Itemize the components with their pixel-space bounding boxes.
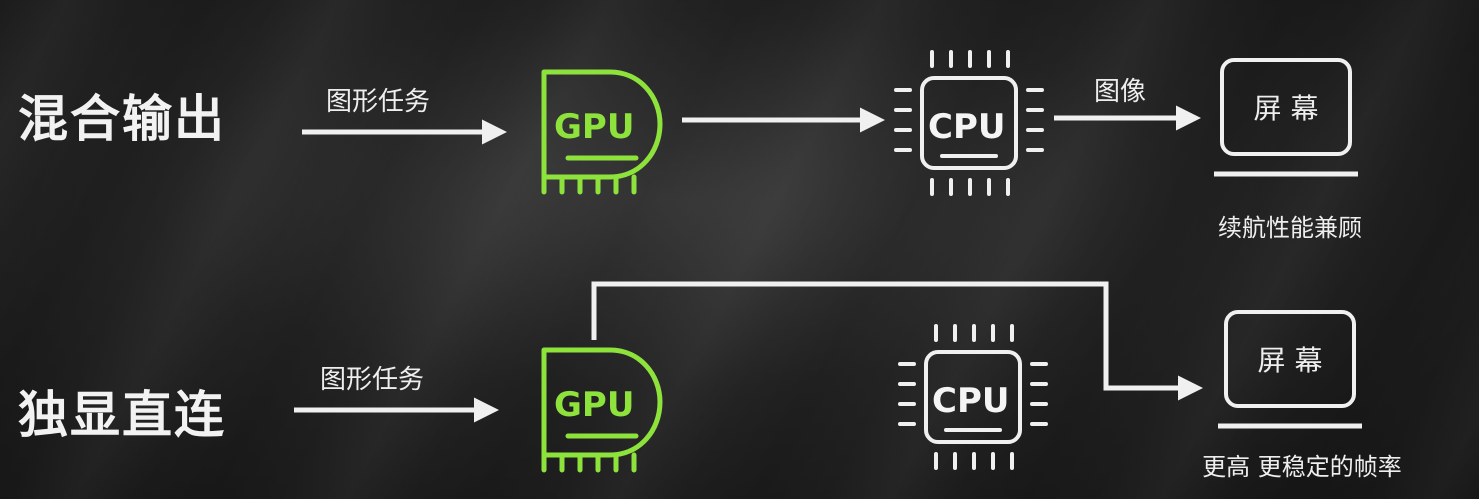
gpu-icon: GPU	[541, 347, 663, 473]
screen-icon: 屏 幕	[1218, 310, 1362, 429]
gpu-label: GPU	[554, 385, 634, 425]
screen-label: 屏 幕	[1254, 92, 1319, 125]
cpu-label: CPU	[932, 381, 1009, 421]
image-label: 图像	[1094, 77, 1146, 107]
graphics-task-label: 图形任务	[326, 87, 430, 117]
arrow-gpu-direct-to-screen	[591, 281, 1203, 401]
row-direct-output: 独显直连 图形任务 GPU CPU	[18, 281, 1402, 481]
row-hybrid-output: 混合输出 图形任务 GPU CPU 图像	[18, 50, 1362, 242]
screen-label: 屏 幕	[1258, 344, 1323, 377]
direct-note: 更高 更稳定的帧率	[1202, 453, 1402, 481]
graphics-task-label: 图形任务	[320, 365, 424, 395]
hybrid-note: 续航性能兼顾	[1218, 214, 1362, 242]
gpu-icon: GPU	[541, 69, 663, 195]
cpu-label: CPU	[928, 107, 1005, 147]
row-title-hybrid: 混合输出	[18, 90, 226, 148]
screen-icon: 屏 幕	[1214, 58, 1358, 177]
row-title-direct: 独显直连	[18, 386, 226, 444]
cpu-icon: CPU	[898, 324, 1048, 470]
gpu-label: GPU	[554, 107, 634, 147]
cpu-icon: CPU	[894, 50, 1044, 196]
